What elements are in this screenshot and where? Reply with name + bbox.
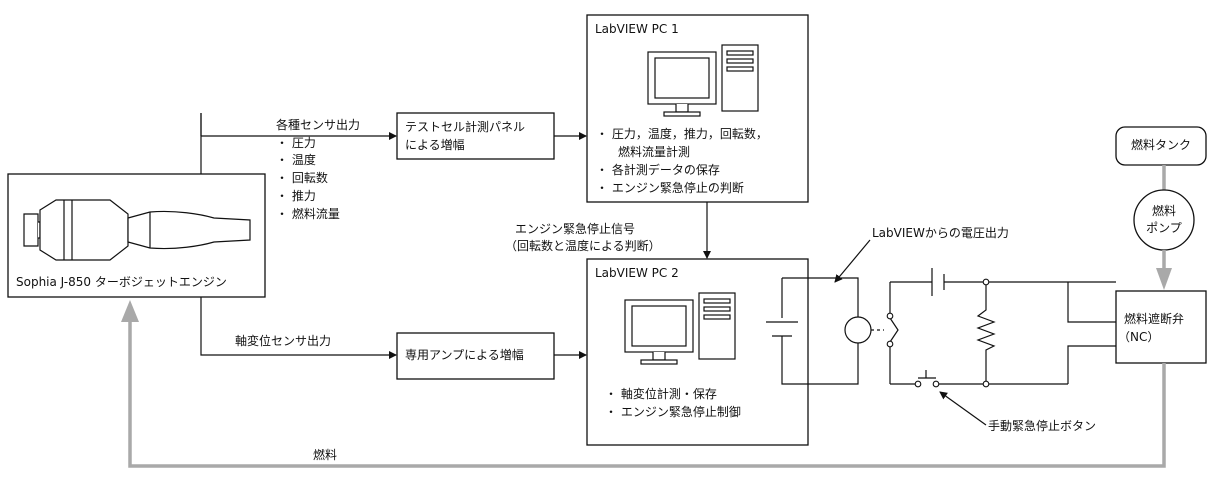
valve-line2: （NC） [1118, 330, 1160, 344]
pc1-item: ・ エンジン緊急停止の判断 [596, 181, 744, 195]
sensor-item: ・ 燃料流量 [276, 207, 340, 221]
stop-signal-line1: エンジン緊急停止信号 [515, 222, 636, 236]
fuel-return-arrow-head [121, 300, 139, 322]
manual-stop-label: 手動緊急停止ボタン [988, 419, 1097, 433]
sensor-item: ・ 推力 [276, 189, 316, 203]
displacement-output-label: 軸変位センサ出力 [235, 334, 332, 348]
stop-signal-line2: （回転数と温度による判断） [505, 239, 661, 253]
signal-lines [200, 113, 711, 359]
pc1-item: ・ 各計測データの保存 [596, 163, 720, 177]
fuel-pump-line2: ポンプ [1146, 221, 1182, 235]
sensor-output-title: 各種センサ出力 [276, 118, 361, 132]
relay-circuit [871, 268, 1116, 385]
pc2-item: ・ 軸変位計測・保存 [605, 387, 717, 401]
fuel-pump-line1: 燃料 [1151, 204, 1176, 218]
pc1-box [586, 14, 809, 203]
computer-icon [624, 292, 736, 365]
turbojet-engine-icon [23, 199, 251, 261]
amp-box-label: 専用アンプによる増幅 [405, 348, 524, 362]
pc1-item: ・ 圧力，温度，推力，回転数， [596, 127, 768, 141]
circuit-nodes [886, 278, 990, 388]
fuel-line-label: 燃料 [313, 448, 338, 462]
voltage-output-circuit [766, 277, 872, 385]
engine-label: Sophia J-850 ターボジェットエンジン [16, 275, 227, 289]
pc2-box [586, 258, 809, 446]
voltage-output-label: LabVIEWからの電圧出力 [872, 226, 1009, 240]
fuel-tank-box [1115, 126, 1207, 166]
manual-stop-arrow [939, 391, 987, 426]
sensor-item: ・ 回転数 [276, 171, 328, 185]
panel-box-line1: テストセル計測パネル [405, 120, 526, 134]
fuel-tank-label: 燃料タンク [1130, 138, 1191, 152]
sensor-item: ・ 圧力 [276, 136, 316, 150]
valve-line1: 燃料遮断弁 [1124, 312, 1185, 326]
computer-icon [647, 44, 759, 117]
voltage-label-arrow [834, 239, 871, 283]
fuel-return-pipe [128, 322, 1166, 468]
pc1-title: LabVIEW PC 1 [595, 22, 679, 36]
pc2-title: LabVIEW PC 2 [595, 266, 679, 280]
panel-box-line2: による増幅 [405, 138, 465, 152]
amp-box [396, 332, 555, 380]
fuel-arrow-head [1156, 268, 1172, 290]
sensor-item: ・ 温度 [276, 153, 316, 167]
fuel-pump-circle [1133, 189, 1195, 251]
pc2-item: ・ エンジン緊急停止制御 [605, 405, 741, 419]
pc1-item: 燃料流量計測 [618, 145, 691, 159]
valve-box [1115, 290, 1207, 364]
